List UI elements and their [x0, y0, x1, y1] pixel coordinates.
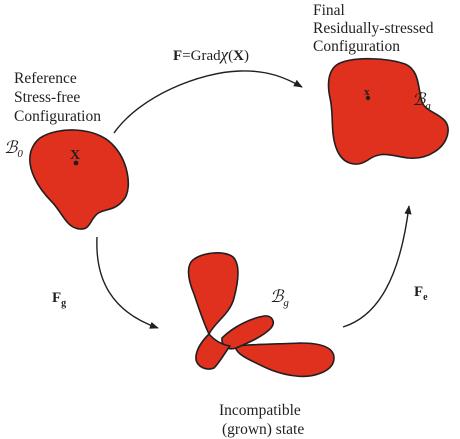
final-label-line-3: Configuration [313, 38, 400, 55]
reference-body-script: ℬ [4, 138, 19, 157]
growth-map-label: Fg [52, 290, 66, 309]
grown-body [187, 252, 335, 378]
reference-point-dot [73, 160, 79, 166]
growth-map-symbol: F [52, 290, 61, 306]
growth-map-arrow [96, 236, 159, 329]
total-map-label: F=Gradχ(X) [173, 45, 249, 64]
reference-body-shape [29, 129, 129, 230]
elastic-map-arrow [342, 205, 412, 328]
total-map-chi: χ [219, 45, 229, 64]
grown-label-line-1: Incompatible [219, 402, 301, 419]
final-point-dot [365, 95, 371, 101]
reference-label: Reference Stress-free Configuration [14, 70, 101, 125]
final-label: Final Residually-stressed Configuration [313, 2, 434, 55]
final-body-subscript: a [425, 100, 431, 112]
total-map-equals-grad: =Grad [182, 48, 221, 64]
elastic-map-subscript: e [423, 292, 428, 303]
grown-label: Incompatible (grown) state [219, 402, 304, 438]
final-point-label: x [364, 86, 370, 98]
final-body: x [327, 57, 449, 165]
grown-body-script: ℬ [270, 287, 285, 306]
final-label-line-1: Final [313, 2, 345, 19]
grown-body-right-lobe [234, 342, 335, 378]
reference-body-subscript: 0 [17, 148, 23, 160]
final-body-shape [327, 57, 449, 165]
grown-label-line-2: (grown) state [222, 421, 304, 438]
growth-map-subscript: g [61, 298, 66, 309]
grown-body-symbol: ℬg [270, 287, 289, 309]
reference-label-line-3: Configuration [14, 108, 101, 125]
grown-body-subscript: g [283, 297, 289, 309]
total-map-arg: X [233, 48, 244, 64]
total-map-arrow [113, 70, 303, 134]
reference-label-line-2: Stress-free [14, 89, 80, 106]
final-label-line-2: Residually-stressed [313, 20, 434, 37]
grown-body-top-lobe [187, 252, 239, 335]
grown-body-loop [221, 315, 274, 350]
total-map-lhs: F [173, 48, 182, 64]
reference-label-line-1: Reference [14, 70, 77, 87]
reference-body: X [29, 129, 129, 230]
final-body-symbol: ℬa [412, 90, 431, 112]
reference-body-symbol: ℬ0 [4, 138, 23, 160]
elastic-map-label: Fe [414, 284, 428, 303]
grown-body-left-lobe [195, 333, 231, 370]
reference-point-label: X [70, 148, 80, 163]
total-map-paren-open: ( [228, 48, 233, 64]
elastic-map-symbol: F [414, 284, 423, 300]
total-map-paren-close: ) [244, 48, 249, 64]
final-body-script: ℬ [412, 90, 427, 109]
